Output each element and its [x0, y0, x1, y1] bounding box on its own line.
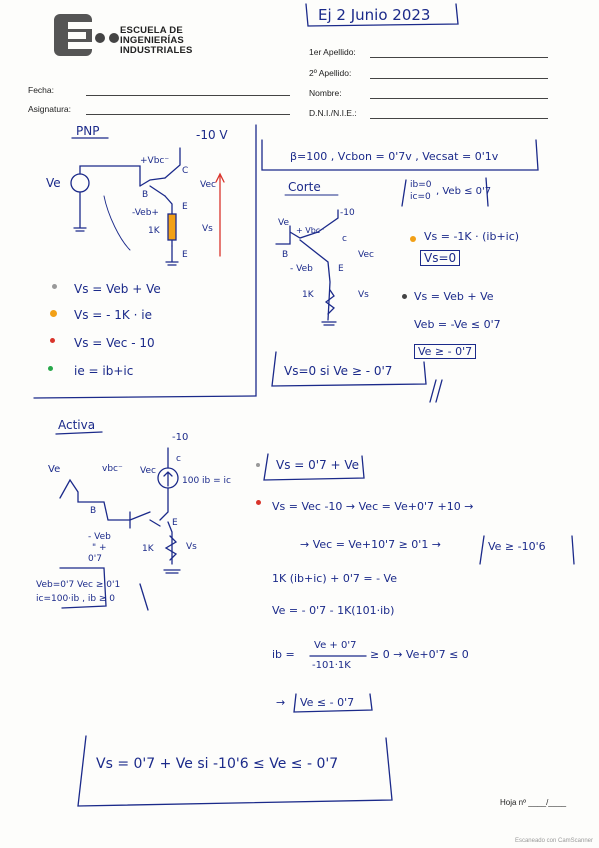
fecha-label: Fecha:	[28, 85, 54, 95]
corte-vbc: + Vbc⁻	[296, 226, 325, 235]
school-name: ESCUELA DE INGENIERÍAS INDUSTRIALES	[120, 25, 193, 56]
pnp-veb: -Veb+	[132, 208, 159, 218]
pnp-eq-3: Vs = Vec - 10	[74, 336, 155, 350]
activa-eq-6-num: Ve + 0'7	[314, 640, 357, 651]
corte-e: E	[338, 264, 344, 274]
corte-cond-2: ic=0	[410, 192, 431, 202]
activa-veb: - Veb	[88, 532, 111, 542]
activa-eq-6-lhs: ib =	[272, 648, 295, 661]
school-logo	[54, 14, 119, 56]
corte-vec: Vec	[358, 250, 374, 260]
activa-bracket-1: Veb=0'7 Vec ≥ 0'1	[36, 580, 121, 590]
activa-src: 100 ib = ic	[182, 476, 231, 486]
fecha-line[interactable]	[86, 95, 290, 96]
nombre-line[interactable]	[370, 98, 548, 99]
pnp-c: C	[182, 166, 189, 176]
gray-dot-icon	[52, 284, 57, 289]
nombre-label: Nombre:	[309, 88, 342, 98]
asignatura-label: Asignatura:	[28, 104, 71, 114]
red-dot-icon	[50, 338, 55, 343]
activa-eq-7: →	[276, 696, 286, 709]
corte-result: Vs=0 si Ve ≥ - 0'7	[284, 364, 393, 378]
corte-eq-1: Vs = -1K · (ib+ic)	[424, 230, 520, 243]
corte-b: B	[282, 250, 289, 260]
activa-eq-2: Vs = Vec -10 → Vec = Ve+0'7 +10 →	[272, 500, 474, 513]
dni-line[interactable]	[370, 118, 548, 119]
pnp-b: B	[142, 190, 149, 200]
scanner-watermark: Escaneado con CamScanner	[514, 838, 593, 844]
activa-bracket-2: ic=100·ib , ib ≥ 0	[36, 594, 116, 604]
pnp-e2: E	[182, 250, 188, 260]
activa-veb-2: " +	[92, 543, 107, 553]
pnp-ve: Ve	[46, 176, 61, 190]
final-result: Vs = 0'7 + Ve si -10'6 ≤ Ve ≤ - 0'7	[96, 756, 339, 772]
corte-supply: -10	[340, 208, 355, 218]
corte-c: c	[342, 234, 347, 244]
activa-supply: -10	[172, 432, 189, 443]
activa-eq-6-rhs: ≥ 0 → Ve+0'7 ≤ 0	[370, 648, 469, 661]
corte-eq-3: Veb = -Ve ≤ 0'7	[414, 318, 501, 331]
pnp-title: PNP	[76, 124, 100, 138]
activa-eq-3: → Vec = Ve+10'7 ≥ 0'1 →	[300, 538, 442, 551]
activa-eq-7b: Ve ≤ - 0'7	[300, 696, 355, 709]
activa-vec: Vec	[140, 466, 156, 476]
apellido1-label: 1er Apellido:	[309, 47, 356, 57]
corte-cond-3: , Veb ≤ 0'7	[436, 186, 492, 197]
activa-b: B	[90, 506, 97, 516]
activa-eq-3b: Ve ≥ -10'6	[488, 540, 546, 553]
corte-eq-4: Ve ≥ - 0'7	[414, 344, 477, 359]
pnp-vec: Vec	[200, 180, 216, 190]
pnp-eq-1: Vs = Veb + Ve	[74, 282, 161, 296]
activa-e: E	[172, 518, 178, 528]
corte-eq-1b: Vs=0	[420, 250, 461, 266]
black-dot-icon	[402, 294, 407, 299]
pnp-vbc: +Vbc⁻	[140, 156, 170, 166]
pnp-eq-2: Vs = - 1K · ie	[74, 308, 152, 322]
activa-eq-5: Ve = - 0'7 - 1K(101·ib)	[272, 604, 395, 617]
apellido2-line[interactable]	[370, 78, 548, 79]
red-dot-icon	[256, 500, 261, 505]
exercise-date: Ej 2 Junio 2023	[318, 6, 431, 24]
activa-title: Activa	[58, 418, 96, 432]
pnp-supply: -10 V	[196, 128, 228, 142]
pnp-eq-4: ie = ib+ic	[74, 364, 134, 378]
corte-cond-1: ib=0	[410, 180, 432, 190]
corte-vs: Vs	[358, 290, 369, 300]
corte-title: Corte	[288, 180, 321, 194]
pnp-resistor: 1K	[148, 226, 160, 236]
asignatura-line[interactable]	[86, 114, 290, 115]
apellido2-label: 2º Apellido:	[309, 68, 352, 78]
pnp-vs: Vs	[202, 224, 213, 234]
activa-eq-4: 1K (ib+ic) + 0'7 = - Ve	[272, 572, 397, 585]
activa-veb-3: 0'7	[88, 554, 102, 564]
green-dot-icon	[48, 366, 53, 371]
orange-dot-icon	[410, 236, 416, 242]
activa-resistor: 1K	[142, 544, 154, 554]
apellido1-line[interactable]	[370, 57, 548, 58]
pnp-e: E	[182, 202, 188, 212]
dni-label: D.N.I./N.I.E.:	[309, 108, 357, 118]
activa-c: c	[176, 454, 181, 464]
corte-eq-2: Vs = Veb + Ve	[414, 290, 494, 303]
corte-veb: - Veb	[290, 264, 313, 274]
corte-ve: Ve	[278, 218, 289, 228]
gray-dot-icon	[256, 463, 260, 467]
hoja-number: Hoja nº ____/____	[500, 798, 567, 807]
activa-ve: Ve	[48, 464, 61, 475]
activa-vs: Vs	[186, 542, 197, 552]
orange-dot-icon	[50, 310, 57, 317]
activa-eq-6-den: -101·1K	[312, 660, 351, 671]
activa-vbc: vbc⁻	[102, 464, 123, 474]
pnp-params: β=100 , Vcbon = 0'7v , Vecsat = 0'1v	[290, 150, 499, 163]
activa-eq-1: Vs = 0'7 + Ve	[276, 458, 360, 472]
corte-resistor: 1K	[302, 290, 314, 300]
